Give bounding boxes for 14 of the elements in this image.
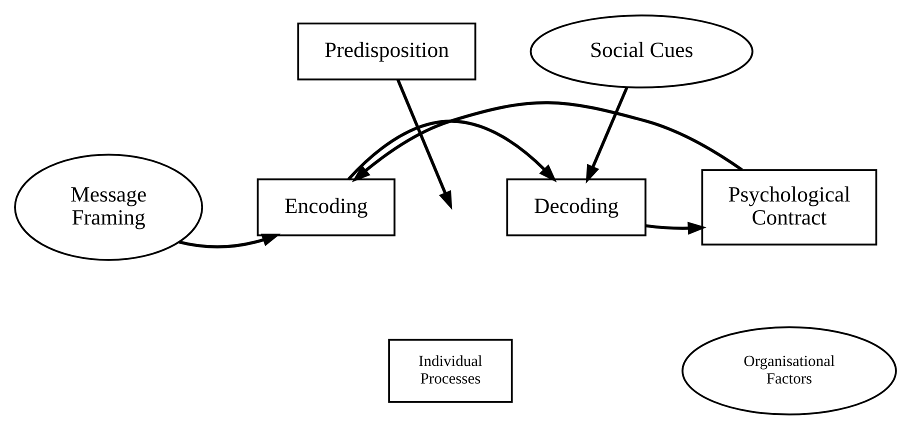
arrow	[646, 222, 707, 235]
node-ellipse: Organisational Factors	[682, 326, 897, 416]
node-box: Decoding	[506, 178, 646, 236]
node-box: Individual Processes	[388, 338, 513, 403]
arrow	[178, 234, 281, 248]
arrow	[396, 79, 452, 210]
node-box: Predisposition	[297, 22, 476, 80]
arrow	[347, 120, 557, 182]
arrow	[352, 101, 743, 182]
arrow	[586, 87, 628, 184]
node-ellipse: Message Framing	[14, 154, 204, 261]
node-ellipse: Social Cues	[530, 14, 754, 88]
node-box: Encoding	[256, 178, 396, 236]
node-box: Psychological Contract	[701, 169, 878, 246]
